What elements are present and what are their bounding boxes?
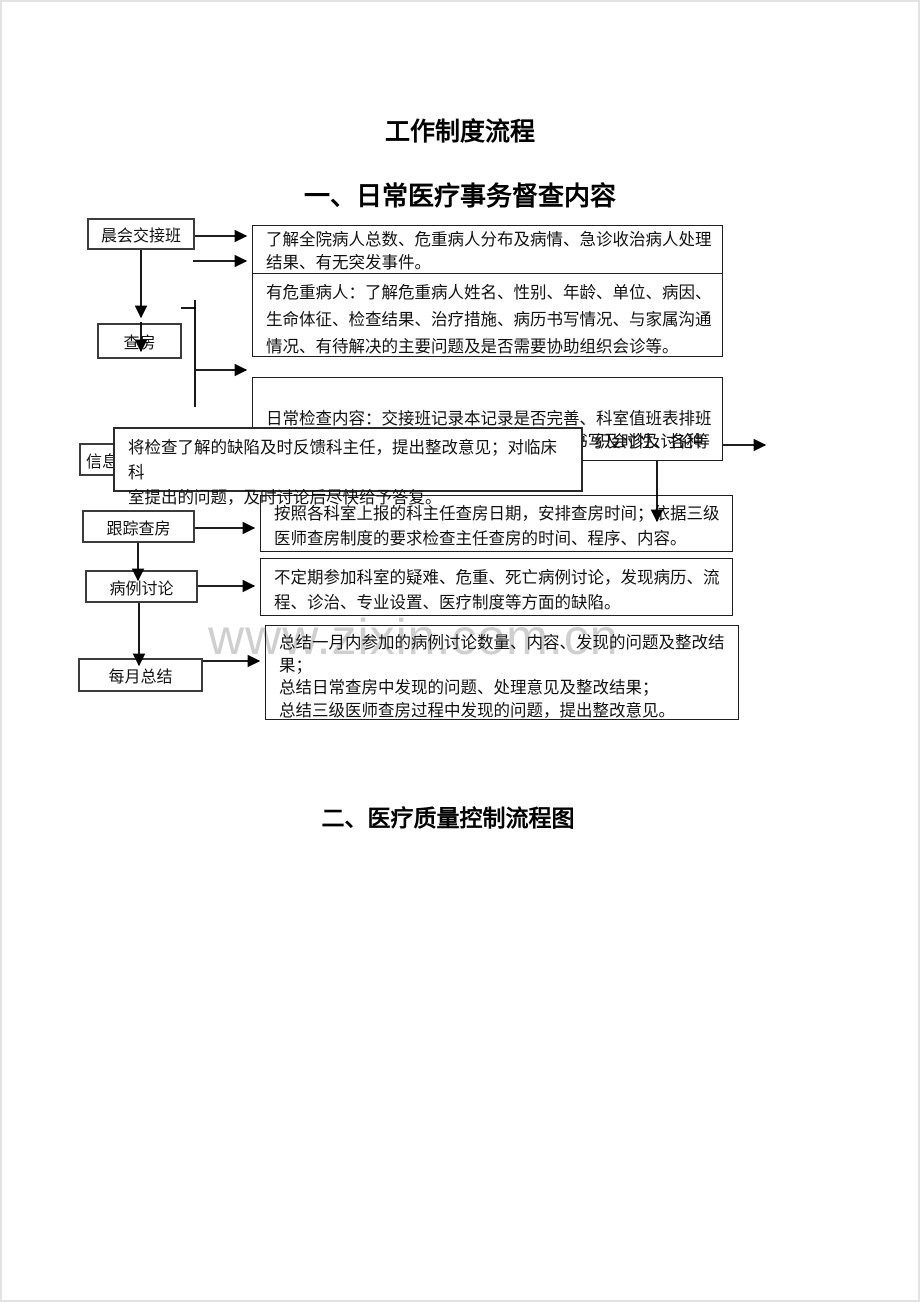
- node-case-discussion: 病例讨论: [85, 570, 198, 603]
- daily-check-tail-text: 织会诊及讨论等: [594, 432, 711, 451]
- detail-critical-patients: 有危重病人：了解危重病人姓名、性别、年龄、单位、病因、 生命体征、检查结果、治疗…: [252, 273, 723, 357]
- watermark: www.zixin.com.cn: [208, 609, 619, 665]
- node-monthly-summary: 每月总结: [78, 658, 203, 692]
- node-follow-up-round: 跟踪查房: [82, 510, 195, 543]
- detail-case-discussion: 不定期参加科室的疑难、危重、死亡病例讨论，发现病历、流 程、诊治、专业设置、医疗…: [260, 558, 733, 616]
- detail-morning-overview: 了解全院病人总数、危重病人分布及病情、急诊收治病人处理 结果、有无突发事件。: [252, 225, 723, 274]
- node-morning-handover: 晨会交接班: [87, 218, 195, 250]
- feedback-callout: 将检查了解的缺陷及时反馈科主任，提出整改意见；对临床科 室提出的问题，及时讨论后…: [113, 427, 583, 507]
- page-title: 工作制度流程: [384, 119, 535, 146]
- detail-monthly-summary: 总结一月内参加的病例讨论数量、内容、发现的问题及整改结 果； 总结日常查房中发现…: [265, 625, 739, 720]
- node-ward-round: 查房: [97, 323, 182, 359]
- detail-director-rounds: 按照各科室上报的科主任查房日期，安排查房时间；依据三级 医师查房制度的要求检查主…: [260, 495, 733, 552]
- section-1-heading: 一、日常医疗事务督查内容: [303, 182, 616, 211]
- section-2-heading: 二、医疗质量控制流程图: [321, 806, 575, 831]
